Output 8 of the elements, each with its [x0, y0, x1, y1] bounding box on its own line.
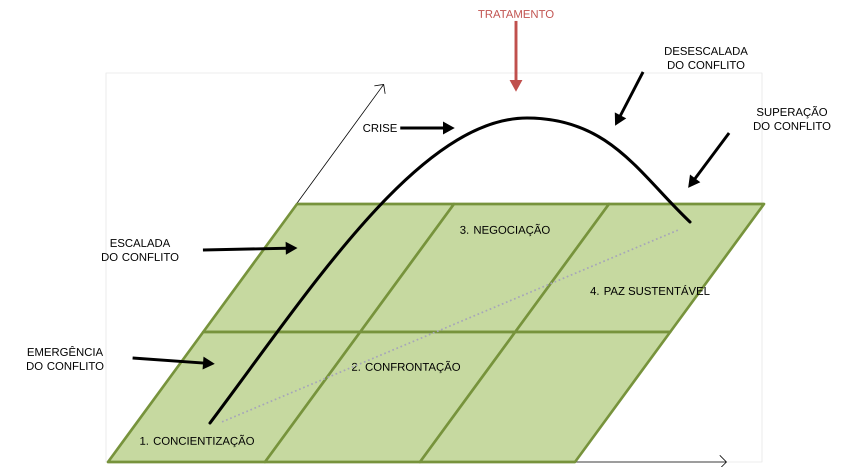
label-text: TRATAMENTO — [478, 10, 554, 18]
trend-line — [222, 229, 678, 423]
label-text: CRISE — [363, 124, 397, 132]
grid-cell — [202, 202, 456, 334]
label-text: DESESCALADA DO CONFLITO — [665, 47, 748, 69]
label-text: EMERGÊNCIA DO CONFLITO — [27, 346, 104, 370]
label-text: SUPERAÇÃO DO CONFLITO — [754, 106, 830, 130]
label-text: ESCALADA DO CONFLITO — [102, 239, 178, 261]
